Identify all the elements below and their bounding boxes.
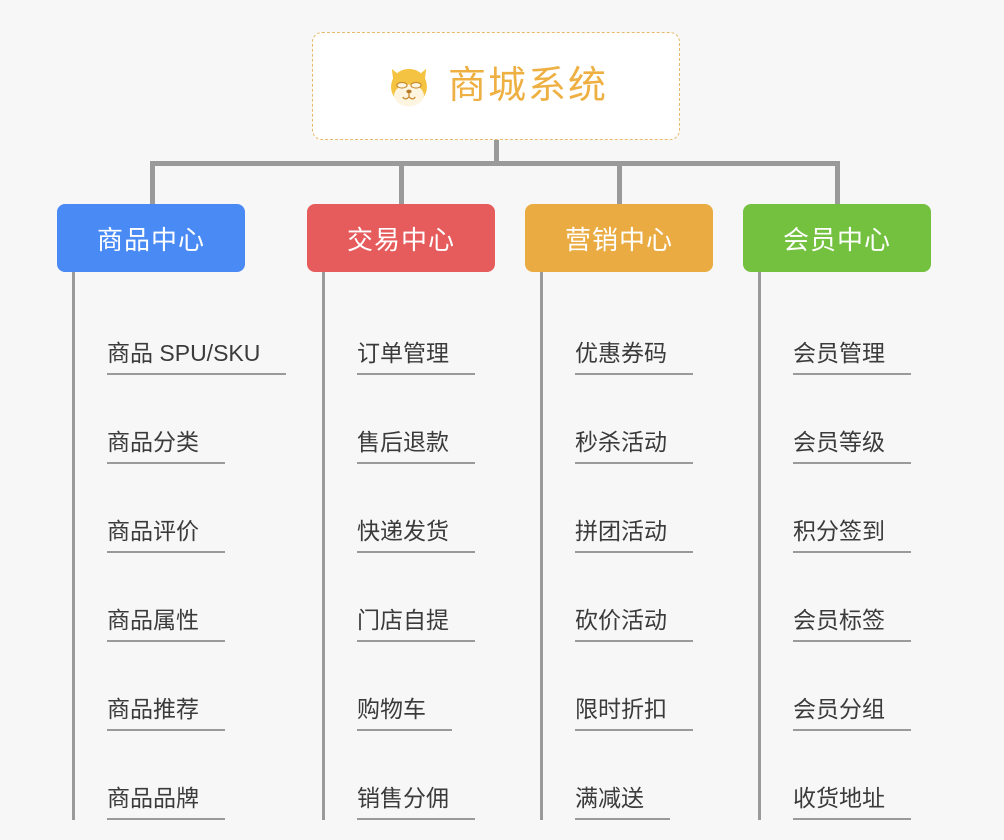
list-item[interactable]: 门店自提 — [341, 553, 495, 642]
leaf-label: 售后退款 — [357, 429, 475, 464]
category-label: 营销中心 — [564, 224, 673, 255]
leaf-label: 满减送 — [575, 785, 670, 820]
root-node-mall-system[interactable]: 商城系统 — [312, 32, 680, 140]
list-item[interactable]: 商品分类 — [91, 375, 245, 464]
leaf-label: 门店自提 — [357, 607, 475, 642]
connector-drop-4 — [835, 164, 840, 206]
branch-column-trade-center: 交易中心 订单管理 售后退款 快递发货 门店自提 购物车 销售分佣 — [307, 204, 495, 820]
leaf-label: 收货地址 — [793, 785, 911, 820]
leaf-label: 快递发货 — [357, 518, 475, 553]
leaf-list-trade-center: 订单管理 售后退款 快递发货 门店自提 购物车 销售分佣 — [322, 272, 495, 820]
branch-column-marketing-center: 营销中心 优惠券码 秒杀活动 拼团活动 砍价活动 限时折扣 满减送 — [525, 204, 713, 820]
list-item[interactable]: 优惠券码 — [559, 286, 713, 375]
category-box-product-center[interactable]: 商品中心 — [57, 204, 245, 272]
list-item[interactable]: 购物车 — [341, 642, 495, 731]
leaf-label: 拼团活动 — [575, 518, 693, 553]
category-label: 交易中心 — [346, 224, 455, 255]
leaf-label: 商品 SPU/SKU — [107, 340, 287, 375]
category-label: 会员中心 — [782, 224, 891, 255]
leaf-label: 商品品牌 — [107, 785, 225, 820]
category-box-member-center[interactable]: 会员中心 — [743, 204, 931, 272]
list-item[interactable]: 拼团活动 — [559, 464, 713, 553]
list-item[interactable]: 会员标签 — [777, 553, 931, 642]
leaf-label: 会员标签 — [793, 607, 911, 642]
leaf-label: 会员等级 — [793, 429, 911, 464]
leaf-label: 订单管理 — [357, 340, 475, 375]
branch-column-product-center: 商品中心 商品 SPU/SKU 商品分类 商品评价 商品属性 商品推荐 商品品牌 — [57, 204, 287, 820]
leaf-label: 会员管理 — [793, 340, 911, 375]
list-item[interactable]: 积分签到 — [777, 464, 931, 553]
connector-drop-2 — [399, 164, 404, 206]
leaf-label: 商品推荐 — [107, 696, 225, 731]
list-item[interactable]: 会员分组 — [777, 642, 931, 731]
leaf-list-marketing-center: 优惠券码 秒杀活动 拼团活动 砍价活动 限时折扣 满减送 — [540, 272, 713, 820]
leaf-label: 会员分组 — [793, 696, 911, 731]
list-item[interactable]: 商品评价 — [91, 464, 245, 553]
list-item[interactable]: 收货地址 — [777, 731, 931, 820]
connector-drop-3 — [617, 164, 622, 206]
category-label: 商品中心 — [96, 224, 205, 255]
leaf-label: 购物车 — [357, 696, 452, 731]
leaf-label: 优惠券码 — [575, 340, 693, 375]
leaf-label: 秒杀活动 — [575, 429, 693, 464]
list-item[interactable]: 销售分佣 — [341, 731, 495, 820]
connector-horizontal-bar — [150, 161, 840, 166]
list-item[interactable]: 商品属性 — [91, 553, 245, 642]
leaf-label: 商品属性 — [107, 607, 225, 642]
list-item[interactable]: 商品 SPU/SKU — [91, 286, 287, 375]
list-item[interactable]: 商品推荐 — [91, 642, 245, 731]
leaf-label: 销售分佣 — [357, 785, 475, 820]
shiba-dog-face-icon — [384, 61, 434, 111]
list-item[interactable]: 商品品牌 — [91, 731, 245, 820]
list-item[interactable]: 秒杀活动 — [559, 375, 713, 464]
category-box-trade-center[interactable]: 交易中心 — [307, 204, 495, 272]
connector-root-stem — [494, 140, 499, 164]
leaf-label: 限时折扣 — [575, 696, 693, 731]
root-title: 商城系统 — [447, 65, 608, 107]
list-item[interactable]: 砍价活动 — [559, 553, 713, 642]
leaf-label: 商品评价 — [107, 518, 225, 553]
list-item[interactable]: 限时折扣 — [559, 642, 713, 731]
list-item[interactable]: 快递发货 — [341, 464, 495, 553]
leaf-label: 砍价活动 — [575, 607, 693, 642]
list-item[interactable]: 满减送 — [559, 731, 713, 820]
list-item[interactable]: 会员等级 — [777, 375, 931, 464]
category-box-marketing-center[interactable]: 营销中心 — [525, 204, 713, 272]
list-item[interactable]: 会员管理 — [777, 286, 931, 375]
leaf-list-product-center: 商品 SPU/SKU 商品分类 商品评价 商品属性 商品推荐 商品品牌 — [72, 272, 287, 820]
connector-drop-1 — [150, 164, 155, 206]
leaf-list-member-center: 会员管理 会员等级 积分签到 会员标签 会员分组 收货地址 — [758, 272, 931, 820]
branch-column-member-center: 会员中心 会员管理 会员等级 积分签到 会员标签 会员分组 收货地址 — [743, 204, 931, 820]
leaf-label: 商品分类 — [107, 429, 225, 464]
list-item[interactable]: 订单管理 — [341, 286, 495, 375]
leaf-label: 积分签到 — [793, 518, 911, 553]
list-item[interactable]: 售后退款 — [341, 375, 495, 464]
